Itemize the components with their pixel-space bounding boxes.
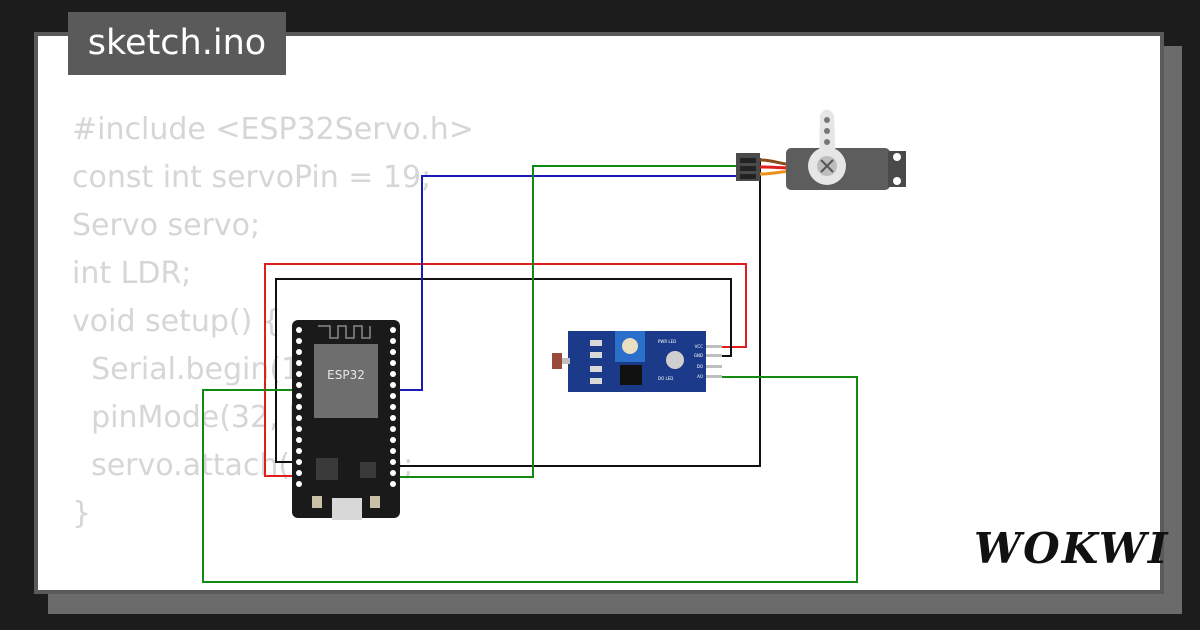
wires	[202, 158, 858, 583]
code-line: Servo servo;	[72, 208, 261, 243]
ldr-do-led-label: DO LED	[658, 376, 673, 381]
wire-red[interactable]	[264, 263, 747, 477]
ldr-module[interactable]: VCC GND DO AO PWR LED DO LED	[552, 331, 722, 392]
wire-green-ldr[interactable]	[202, 376, 858, 583]
wire-blue[interactable]	[398, 175, 738, 391]
ldr-pin-do: DO	[697, 364, 703, 369]
code-line: const int servoPin = 19;	[72, 160, 432, 195]
wokwi-logo: WOKWI	[974, 524, 1170, 573]
code-line: }	[72, 496, 92, 531]
preview-card: #include <ESP32Servo.h> const int servoPi…	[34, 32, 1164, 594]
wire-green-servo[interactable]	[398, 165, 738, 478]
ldr-pin-ao: AO	[697, 374, 703, 379]
code-line: int LDR;	[72, 256, 192, 291]
code-line: void setup() {	[72, 304, 281, 339]
wire-black-ldr[interactable]	[275, 278, 732, 463]
ldr-pin-vcc: VCC	[695, 344, 704, 349]
esp32-board[interactable]: ESP32	[292, 320, 400, 520]
ldr-pwr-led-label: PWR LED	[658, 339, 676, 344]
ldr-pin-gnd: GND	[694, 353, 703, 358]
servo-motor[interactable]	[736, 109, 906, 191]
code-line: #include <ESP32Servo.h>	[72, 112, 474, 147]
file-tab[interactable]: sketch.ino	[68, 12, 286, 75]
esp32-label: ESP32	[327, 368, 365, 382]
wire-black-servo[interactable]	[398, 158, 761, 467]
